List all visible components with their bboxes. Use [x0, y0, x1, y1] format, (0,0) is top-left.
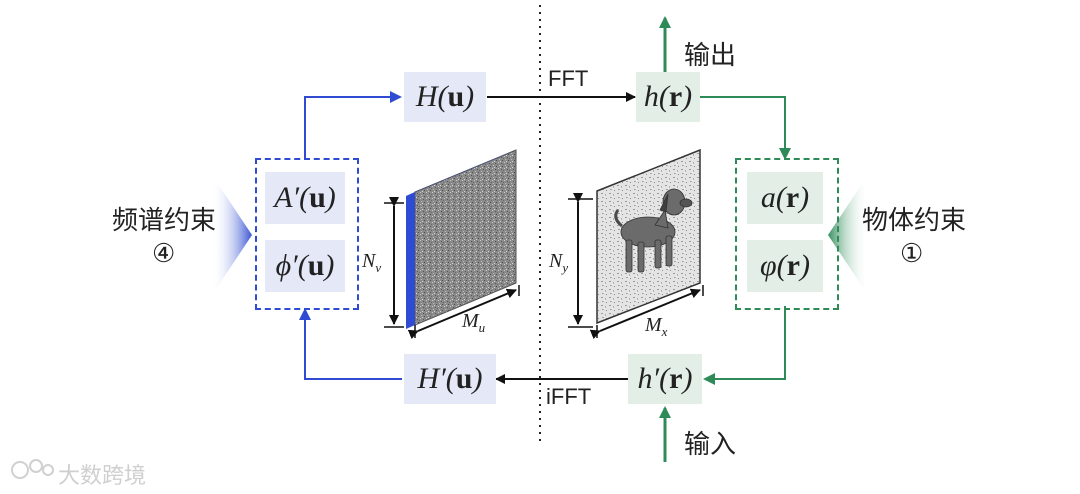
- spectral-constraint-arrow: [212, 175, 252, 295]
- noise-hologram: [406, 149, 517, 329]
- H-u-arg: u: [447, 80, 465, 113]
- watermark-logo-icon: [11, 459, 54, 479]
- left-vertical-dim-label: Nv: [362, 250, 381, 276]
- spectral-constraint-box: [255, 158, 359, 310]
- a-arg: r: [785, 181, 800, 214]
- phiprime-u-term: ϕ′(u): [265, 240, 345, 292]
- right-vertical-dim-symbol: N: [549, 250, 563, 272]
- right-horizontal-dim-label: Mx: [645, 314, 667, 340]
- object-constraint-number: ①: [900, 238, 924, 268]
- Hprime-u-box: H′(u): [404, 354, 496, 404]
- ifft-label: iFFT: [546, 384, 592, 409]
- right-horizontal-dim-sub: x: [661, 324, 668, 339]
- green-arrow-to-object-box: [700, 96, 791, 160]
- dog-image: [596, 148, 701, 325]
- a-r-term: a(r): [747, 172, 823, 224]
- object-constraint-box: [735, 158, 839, 310]
- left-dimension-lines: [384, 197, 520, 340]
- blue-arrow-from-Hprime: [299, 308, 402, 380]
- watermark-text: 大数跨境: [58, 463, 147, 488]
- right-vertical-dim-sub: y: [562, 260, 569, 275]
- input-label: 输入: [684, 429, 737, 459]
- H-u-box: H(u): [404, 72, 486, 122]
- varphi-symbol: φ: [760, 249, 777, 282]
- green-arrow-to-hprime: [703, 306, 786, 385]
- hprime-r-box: h′(r): [628, 354, 702, 404]
- right-vertical-dim-label: Ny: [549, 250, 568, 276]
- Aprime-symbol: A′: [274, 181, 300, 214]
- Aprime-arg: u: [309, 181, 326, 214]
- spectral-constraint-number: ④: [152, 238, 176, 268]
- phiprime-arg: u: [307, 249, 325, 282]
- H-u-symbol: H: [415, 80, 438, 113]
- hprime-r-arg: r: [669, 362, 683, 395]
- left-horizontal-dim-label: Mu: [462, 310, 485, 336]
- object-constraint-arrow: [828, 175, 868, 295]
- fft-label: FFT: [548, 66, 589, 91]
- right-dimension-lines: [568, 193, 704, 340]
- hprime-r-symbol: h′: [637, 362, 660, 395]
- left-horizontal-dim-symbol: M: [462, 310, 479, 332]
- phiprime-symbol: ϕ′: [275, 249, 298, 282]
- left-vertical-dim-sub: v: [375, 260, 382, 275]
- h-r-arg: r: [668, 80, 683, 113]
- blue-arrow-to-H: [304, 91, 402, 158]
- object-constraint-title: 物体约束: [862, 205, 967, 235]
- left-vertical-dim-symbol: N: [362, 250, 376, 272]
- Hprime-u-symbol: H′: [417, 362, 446, 395]
- varphi-arg: r: [786, 249, 800, 282]
- h-r-symbol: h: [643, 80, 659, 113]
- Aprime-u-term: A′(u): [265, 172, 345, 224]
- left-horizontal-dim-sub: u: [478, 320, 486, 335]
- output-label: 输出: [684, 40, 737, 70]
- right-horizontal-dim-symbol: M: [645, 314, 662, 336]
- a-symbol: a: [760, 181, 776, 214]
- Hprime-u-arg: u: [455, 362, 473, 395]
- spectral-constraint-title: 频谱约束: [112, 205, 217, 235]
- h-r-box: h(r): [636, 72, 700, 122]
- varphi-r-term: φ(r): [747, 240, 823, 292]
